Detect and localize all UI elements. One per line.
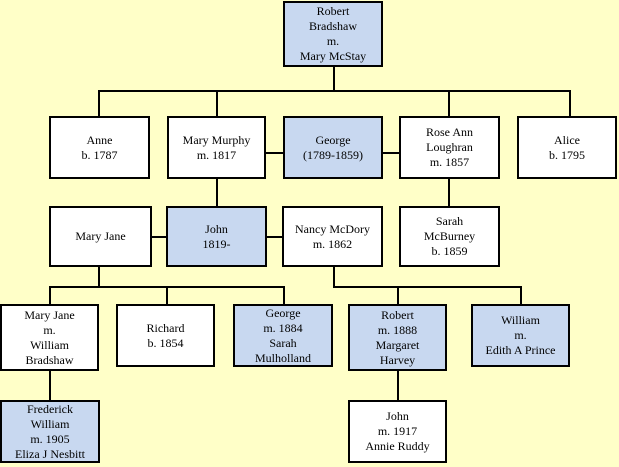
person-text-line: Margaret	[375, 337, 420, 352]
connector-line	[448, 90, 450, 116]
person-text-line: m.	[514, 328, 527, 342]
connector-line	[98, 266, 100, 288]
person-text-line: Richard	[146, 320, 185, 335]
connector-line	[333, 286, 522, 288]
person-box-george-sr: George(1789-1859)	[283, 116, 383, 179]
person-text-line: (1789-1859)	[303, 147, 363, 162]
connector-line	[333, 266, 335, 288]
person-text-line: m. 1917	[377, 424, 418, 438]
person-text-line: John	[205, 221, 228, 236]
person-box-mary-jane-sr: Mary Jane	[49, 206, 152, 267]
person-text-line: b. 1795	[549, 147, 585, 162]
person-text-line: Robert	[381, 307, 414, 322]
person-text-line: Bradshaw	[25, 352, 74, 367]
person-text-line: Nancy McDory	[295, 221, 370, 236]
connector-line	[333, 66, 335, 92]
person-text-line: m. 1857	[429, 155, 470, 169]
person-text-line: Rose Ann	[425, 125, 473, 139]
person-text-line: William	[30, 337, 69, 352]
person-text-line: Frederick	[27, 401, 73, 416]
person-text-line: m. 1817	[196, 147, 237, 162]
person-text-line: Mary McStay	[299, 49, 367, 63]
connector-line	[216, 178, 218, 206]
person-text-line: m.	[326, 34, 340, 48]
person-text-line: b. 1787	[81, 147, 118, 162]
person-text-line: William	[501, 313, 540, 327]
connector-line	[150, 236, 168, 238]
person-text-line: Mary Murphy	[182, 132, 251, 147]
connector-line	[49, 370, 51, 400]
connector-line	[264, 152, 284, 154]
person-text-line: McBurney	[423, 229, 476, 243]
person-text-line: Mulholland	[255, 350, 311, 365]
person-text-line: Harvey	[379, 352, 416, 367]
connector-line	[283, 286, 285, 304]
person-text-line: Alice	[554, 132, 580, 147]
person-text-line: 1819-	[202, 236, 231, 251]
connector-line	[520, 286, 522, 304]
connector-line	[397, 286, 399, 304]
connector-line	[49, 286, 51, 304]
connector-line	[98, 90, 100, 116]
connector-line	[265, 236, 284, 238]
person-text-line: b. 1859	[431, 244, 468, 258]
person-text-line: m. 1862	[312, 236, 353, 251]
person-text-line: Eliza J Nesbitt	[15, 446, 85, 461]
person-text-line: m.	[43, 322, 56, 337]
person-text-line: b. 1854	[147, 335, 184, 350]
person-text-line: Bradshaw	[309, 19, 357, 33]
person-text-line: Mary Jane	[75, 229, 126, 243]
person-text-line: Sarah	[435, 214, 464, 228]
person-text-line: William	[30, 416, 70, 431]
connector-line	[381, 152, 401, 154]
person-text-line: Sarah	[269, 335, 297, 350]
person-text-line: Loughran	[426, 140, 473, 154]
person-text-line: Edith A Prince	[485, 343, 556, 357]
connector-line	[98, 90, 571, 92]
person-text-line: m. 1888	[377, 322, 418, 337]
person-text-line: John	[386, 409, 409, 423]
connector-line	[397, 370, 399, 400]
person-text-line: Annie Ruddy	[365, 439, 430, 453]
person-text-line: George	[265, 305, 301, 320]
person-text-line: m. 1884	[263, 320, 303, 335]
connector-line	[216, 90, 218, 116]
person-text-line: m. 1905	[30, 431, 70, 446]
person-text-line: George	[315, 132, 351, 147]
connector-line	[166, 286, 168, 304]
connector-line	[448, 178, 450, 206]
person-text-line: Robert	[316, 4, 350, 18]
person-text-line: Anne	[86, 132, 113, 147]
connector-line	[569, 90, 571, 116]
person-text-line: Mary Jane	[24, 307, 75, 322]
